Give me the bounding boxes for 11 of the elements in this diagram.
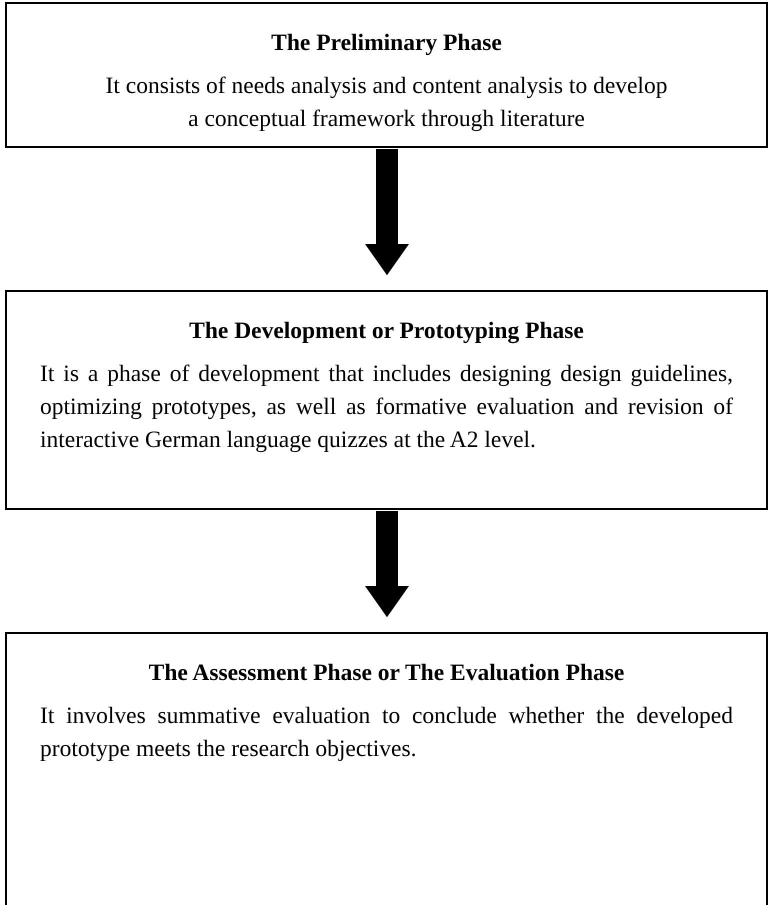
phase-heading: The Development or Prototyping Phase	[188, 317, 585, 346]
phase-box	[5, 632, 768, 905]
phase-heading: The Preliminary Phase	[270, 29, 503, 58]
phase-heading: The Assessment Phase or The Evaluation Phase	[148, 659, 626, 688]
phase-box	[5, 2, 768, 148]
phase-box	[5, 290, 768, 510]
block-arrow	[365, 511, 409, 618]
block-arrow	[365, 149, 409, 276]
phase-description: It involves summative evaluation to conclude whether the developed prototype meets the research objectives.	[40, 702, 733, 764]
phase-description: It is a phase of development that includes designing design guidelines, optimizing prototypes, as well as formative evaluation and revision of interactive German language quizzes at the A2 level.	[40, 360, 733, 455]
phase-description: It consists of needs analysis and content analysis to develop a conceptual framework through literature	[104, 72, 668, 134]
